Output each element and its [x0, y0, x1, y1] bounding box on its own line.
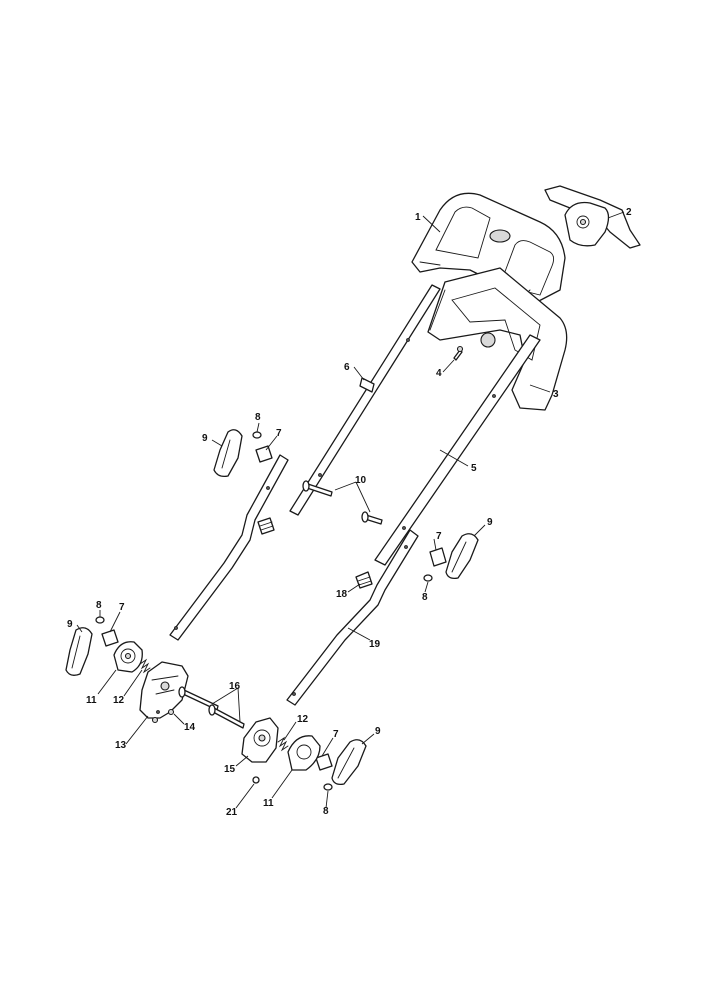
callout-21: 21: [226, 807, 238, 818]
callout-12a: 12: [113, 695, 125, 706]
part-upper-left-tube[interactable]: [289, 284, 441, 516]
callout-8b: 8: [422, 592, 428, 603]
part-lower-right-tube[interactable]: [286, 529, 419, 706]
callout-15: 15: [224, 764, 236, 775]
callout-7c: 7: [119, 602, 125, 613]
part-screw-14[interactable]: [151, 708, 175, 724]
callout-9d: 9: [375, 726, 381, 737]
part-long-bolts[interactable]: [178, 686, 245, 729]
callout-1: 1: [415, 212, 421, 223]
callout-6: 6: [344, 362, 350, 373]
part-spring-left[interactable]: [139, 658, 151, 674]
part-handle-bracket-frame[interactable]: [427, 267, 568, 411]
callout-7b: 7: [436, 531, 442, 542]
callout-labels: 1 2 3 4 5 6 7 7 7 7 8 8 8 8 9 9 9 9 10 1…: [67, 207, 632, 818]
callout-7a: 7: [276, 428, 282, 439]
part-height-bracket-right[interactable]: [241, 717, 279, 763]
callout-7d: 7: [333, 729, 339, 740]
part-side-cover-lower-right[interactable]: [331, 739, 367, 786]
part-bushing-lower-left[interactable]: [95, 616, 105, 624]
leader-lines: [76, 211, 625, 809]
part-clip-right[interactable]: [429, 547, 447, 567]
part-lever-control[interactable]: [544, 185, 641, 249]
part-clip-lower-left[interactable]: [101, 629, 119, 647]
callout-11a: 11: [86, 695, 97, 706]
part-washer[interactable]: [252, 776, 260, 784]
callout-18: 18: [336, 589, 348, 600]
part-side-cover-lower-left[interactable]: [65, 627, 93, 676]
part-bolts[interactable]: [302, 480, 383, 525]
callout-3: 3: [553, 389, 559, 400]
part-bushing-lower-right[interactable]: [323, 783, 333, 791]
part-adjuster-knob-right[interactable]: [287, 735, 321, 771]
callout-14: 14: [184, 722, 196, 733]
part-tube-cap-left[interactable]: [257, 517, 275, 535]
callout-9a: 9: [202, 433, 208, 444]
part-spring-right[interactable]: [277, 736, 289, 752]
callout-10: 10: [355, 475, 367, 486]
part-adjuster-knob-left[interactable]: [113, 641, 143, 673]
part-side-cover-right[interactable]: [445, 533, 479, 580]
callout-11b: 11: [263, 798, 274, 809]
part-clip-lower-right[interactable]: [315, 753, 333, 771]
part-bushing-right[interactable]: [423, 574, 433, 582]
callout-12b: 12: [297, 714, 309, 725]
callout-8c: 8: [96, 600, 102, 611]
part-screw[interactable]: [453, 345, 464, 361]
part-bushing-upper-left[interactable]: [252, 431, 262, 439]
callout-8a: 8: [255, 412, 261, 423]
callout-5: 5: [471, 463, 477, 474]
part-lower-left-tube[interactable]: [169, 454, 289, 641]
part-clip-upper-left[interactable]: [255, 445, 273, 463]
callout-16: 16: [229, 681, 241, 692]
callout-4: 4: [436, 368, 442, 379]
callout-9b: 9: [487, 517, 493, 528]
callout-19: 19: [369, 639, 381, 650]
part-side-cover-upper-left[interactable]: [213, 429, 243, 478]
callout-9c: 9: [67, 619, 73, 630]
callout-2: 2: [626, 207, 632, 218]
callout-8d: 8: [323, 806, 329, 817]
callout-13: 13: [115, 740, 127, 751]
part-upper-right-tube[interactable]: [374, 334, 541, 566]
